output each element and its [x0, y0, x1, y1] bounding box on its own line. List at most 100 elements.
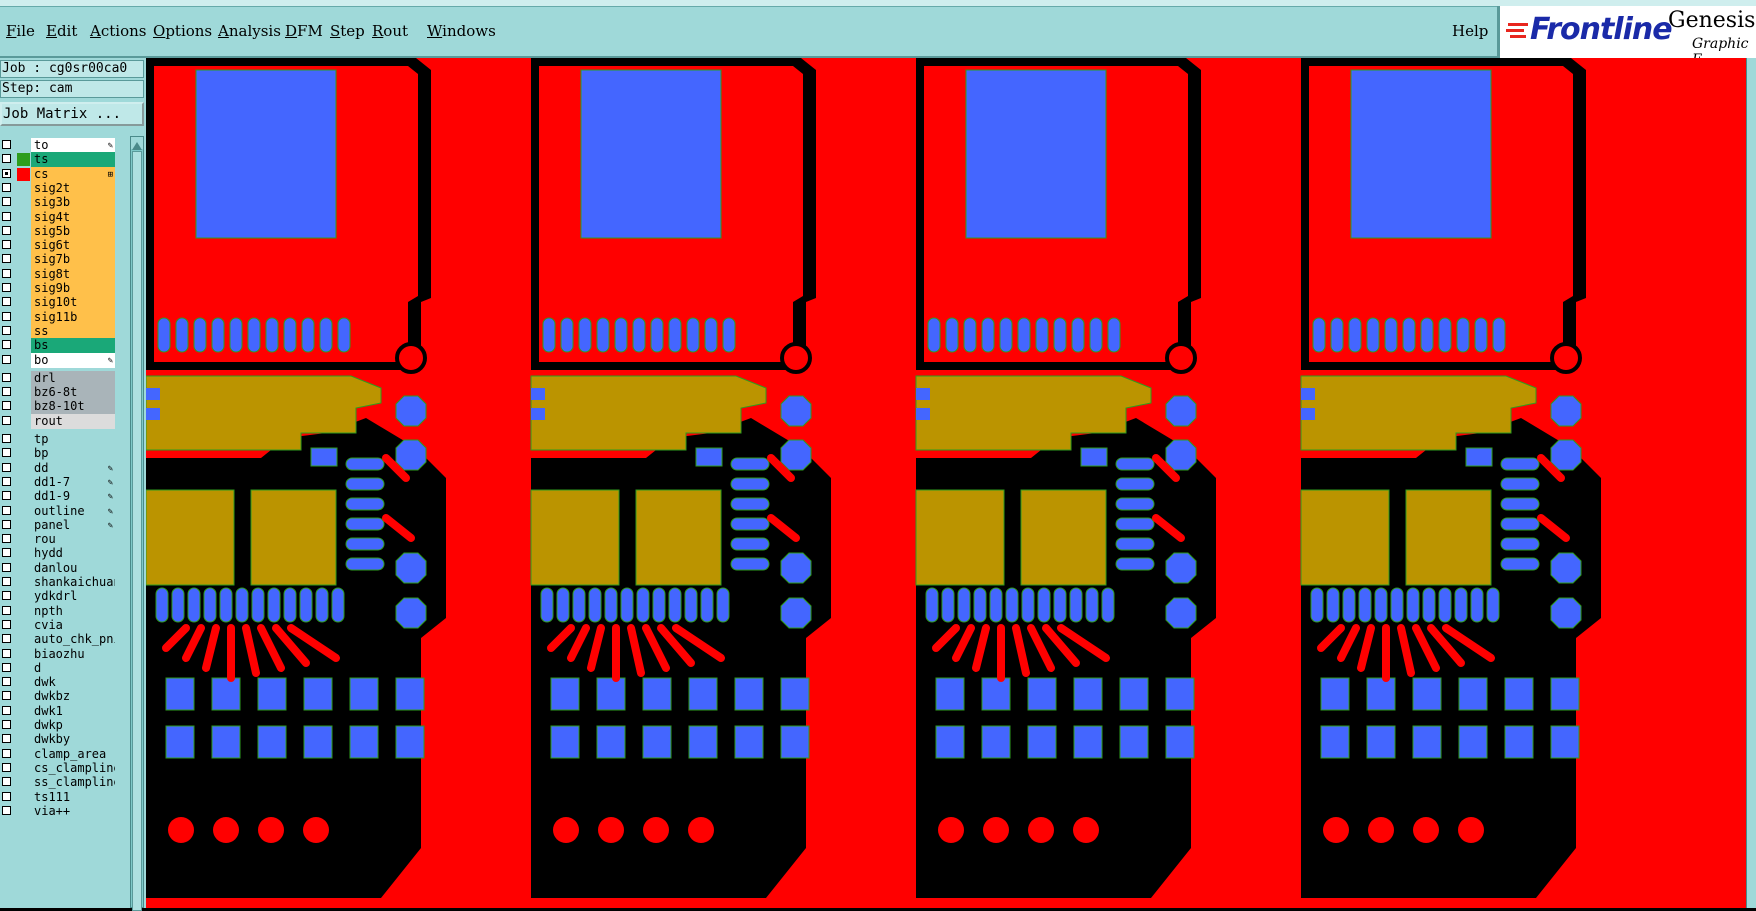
menu-windows[interactable]: Windows	[427, 22, 496, 40]
layer-list-scrollbar[interactable]	[130, 136, 144, 911]
layer-row-to[interactable]: to✎	[0, 138, 116, 153]
layer-checkbox[interactable]	[2, 791, 11, 801]
layer-checkbox[interactable]	[2, 634, 11, 644]
layer-row-bo[interactable]: bo✎	[0, 352, 116, 368]
layer-name[interactable]: auto_chk_pni	[31, 632, 115, 648]
layer-checkbox[interactable]	[2, 748, 11, 758]
layer-name[interactable]: sig3b	[31, 195, 115, 211]
layer-checkbox[interactable]	[2, 354, 11, 364]
layer-name[interactable]: cs_clampline	[31, 760, 115, 776]
pcb-graphic-canvas[interactable]	[146, 58, 1746, 908]
layer-row-dd1-9[interactable]: dd1-9✎	[0, 489, 116, 505]
layer-row-dd1-7[interactable]: dd1-7✎	[0, 474, 116, 490]
layer-name[interactable]: ydkdrl	[31, 589, 115, 605]
job-matrix-button[interactable]: Job Matrix ...	[0, 102, 144, 126]
layer-checkbox[interactable]	[2, 691, 11, 701]
layer-checkbox[interactable]	[2, 372, 11, 382]
layer-row-d[interactable]: d	[0, 660, 116, 676]
menu-help[interactable]: Help	[1452, 22, 1489, 40]
layer-name[interactable]: drl	[31, 370, 115, 386]
layer-checkbox[interactable]	[2, 448, 11, 458]
layer-row-shankaichuan[interactable]: shankaichuan	[0, 575, 116, 590]
layer-row-bp[interactable]: bp	[0, 446, 116, 462]
layer-checkbox[interactable]	[2, 534, 11, 544]
layer-checkbox[interactable]	[2, 591, 11, 601]
layer-row-clamp_area[interactable]: clamp_area	[0, 746, 116, 762]
layer-name[interactable]: ts	[31, 152, 115, 168]
layer-row-sig4t[interactable]: sig4t	[0, 209, 116, 225]
layer-checkbox[interactable]	[2, 805, 11, 815]
layer-name[interactable]: sig5b	[31, 223, 115, 239]
layer-row-sig10t[interactable]: sig10t	[0, 295, 116, 311]
layer-name[interactable]: bz8-10t	[31, 399, 115, 415]
layer-row-sig6t[interactable]: sig6t	[0, 238, 116, 254]
layer-checkbox[interactable]	[2, 254, 11, 264]
menu-dfm[interactable]: DFM	[285, 22, 323, 40]
layer-row-auto_chk_pni[interactable]: auto_chk_pni	[0, 632, 116, 648]
layer-name[interactable]: bo✎	[31, 352, 115, 368]
layer-name[interactable]: sig4t	[31, 209, 115, 225]
layer-checkbox[interactable]	[2, 211, 11, 221]
layer-row-sig2t[interactable]: sig2t	[0, 180, 116, 196]
layer-checkbox[interactable]	[2, 225, 11, 235]
menu-actions[interactable]: Actions	[90, 22, 147, 40]
layer-checkbox[interactable]	[2, 720, 11, 729]
layer-name[interactable]: ss_clampline	[31, 775, 115, 791]
layer-row-ts111[interactable]: ts111	[0, 789, 116, 805]
layer-name[interactable]: outline✎	[31, 503, 115, 519]
layer-checkbox[interactable]	[2, 491, 11, 501]
layer-checkbox[interactable]	[2, 283, 11, 292]
layer-row-ss_clampline[interactable]: ss_clampline	[0, 775, 116, 791]
layer-checkbox[interactable]	[2, 325, 11, 335]
layer-row-outline[interactable]: outline✎	[0, 503, 116, 519]
menu-analysis[interactable]: Analysis	[218, 22, 281, 40]
layer-name[interactable]: bz6-8t	[31, 385, 115, 401]
layer-name[interactable]: d	[31, 660, 115, 676]
layer-row-panel[interactable]: panel✎	[0, 517, 116, 533]
layer-row-sig5b[interactable]: sig5b	[0, 223, 116, 239]
layer-checkbox[interactable]	[2, 648, 11, 658]
layer-name[interactable]: tp	[31, 432, 115, 447]
layer-row-biaozhu[interactable]: biaozhu	[0, 646, 116, 662]
layer-row-danlou[interactable]: danlou	[0, 560, 116, 576]
layer-name[interactable]: ts111	[31, 789, 115, 805]
layer-name[interactable]: bs	[31, 338, 115, 354]
layer-name[interactable]: clamp_area	[31, 746, 115, 762]
layer-name[interactable]: shankaichuan	[31, 575, 115, 590]
layer-checkbox[interactable]	[2, 387, 11, 397]
layer-row-tp[interactable]: tp	[0, 432, 116, 447]
layer-checkbox[interactable]	[2, 340, 11, 350]
layer-row-ts[interactable]: ts	[0, 152, 116, 168]
layer-checkbox[interactable]	[2, 548, 11, 558]
layer-row-sig3b[interactable]: sig3b	[0, 195, 116, 211]
layer-name[interactable]: cvia	[31, 617, 115, 633]
layer-checkbox[interactable]	[2, 619, 11, 629]
layer-row-bs[interactable]: bs	[0, 338, 116, 354]
layer-name[interactable]: dwk1	[31, 703, 115, 719]
layer-row-hydd[interactable]: hydd	[0, 546, 116, 562]
layer-checkbox[interactable]	[2, 562, 11, 572]
menu-step[interactable]: Step	[330, 22, 365, 40]
layer-row-ss[interactable]: ss	[0, 323, 116, 339]
layer-row-dwk1[interactable]: dwk1	[0, 703, 116, 719]
layer-name[interactable]: sig9b	[31, 281, 115, 296]
layer-checkbox[interactable]	[2, 577, 11, 586]
layer-row-rout[interactable]: rout	[0, 413, 116, 429]
layer-name[interactable]: dwkbz	[31, 689, 115, 705]
menu-rout[interactable]: Rout	[372, 22, 409, 40]
menu-file[interactable]: File	[6, 22, 35, 40]
layer-name[interactable]: dwkby	[31, 732, 115, 748]
layer-name[interactable]: dwkp	[31, 718, 115, 733]
layer-checkbox[interactable]	[2, 434, 11, 443]
layer-row-dwkbz[interactable]: dwkbz	[0, 689, 116, 705]
layer-checkbox[interactable]	[2, 154, 11, 164]
layer-row-cs_clampline[interactable]: cs_clampline	[0, 760, 116, 776]
layer-name[interactable]: dd1-7✎	[31, 474, 115, 490]
layer-row-via++[interactable]: via++	[0, 803, 116, 819]
layer-checkbox[interactable]	[2, 268, 11, 278]
layer-row-dwkp[interactable]: dwkp	[0, 718, 116, 733]
layer-row-sig11b[interactable]: sig11b	[0, 309, 116, 325]
layer-checkbox[interactable]	[2, 505, 11, 515]
layer-name[interactable]: cs⊞	[31, 166, 115, 182]
layer-name[interactable]: sig11b	[31, 309, 115, 325]
